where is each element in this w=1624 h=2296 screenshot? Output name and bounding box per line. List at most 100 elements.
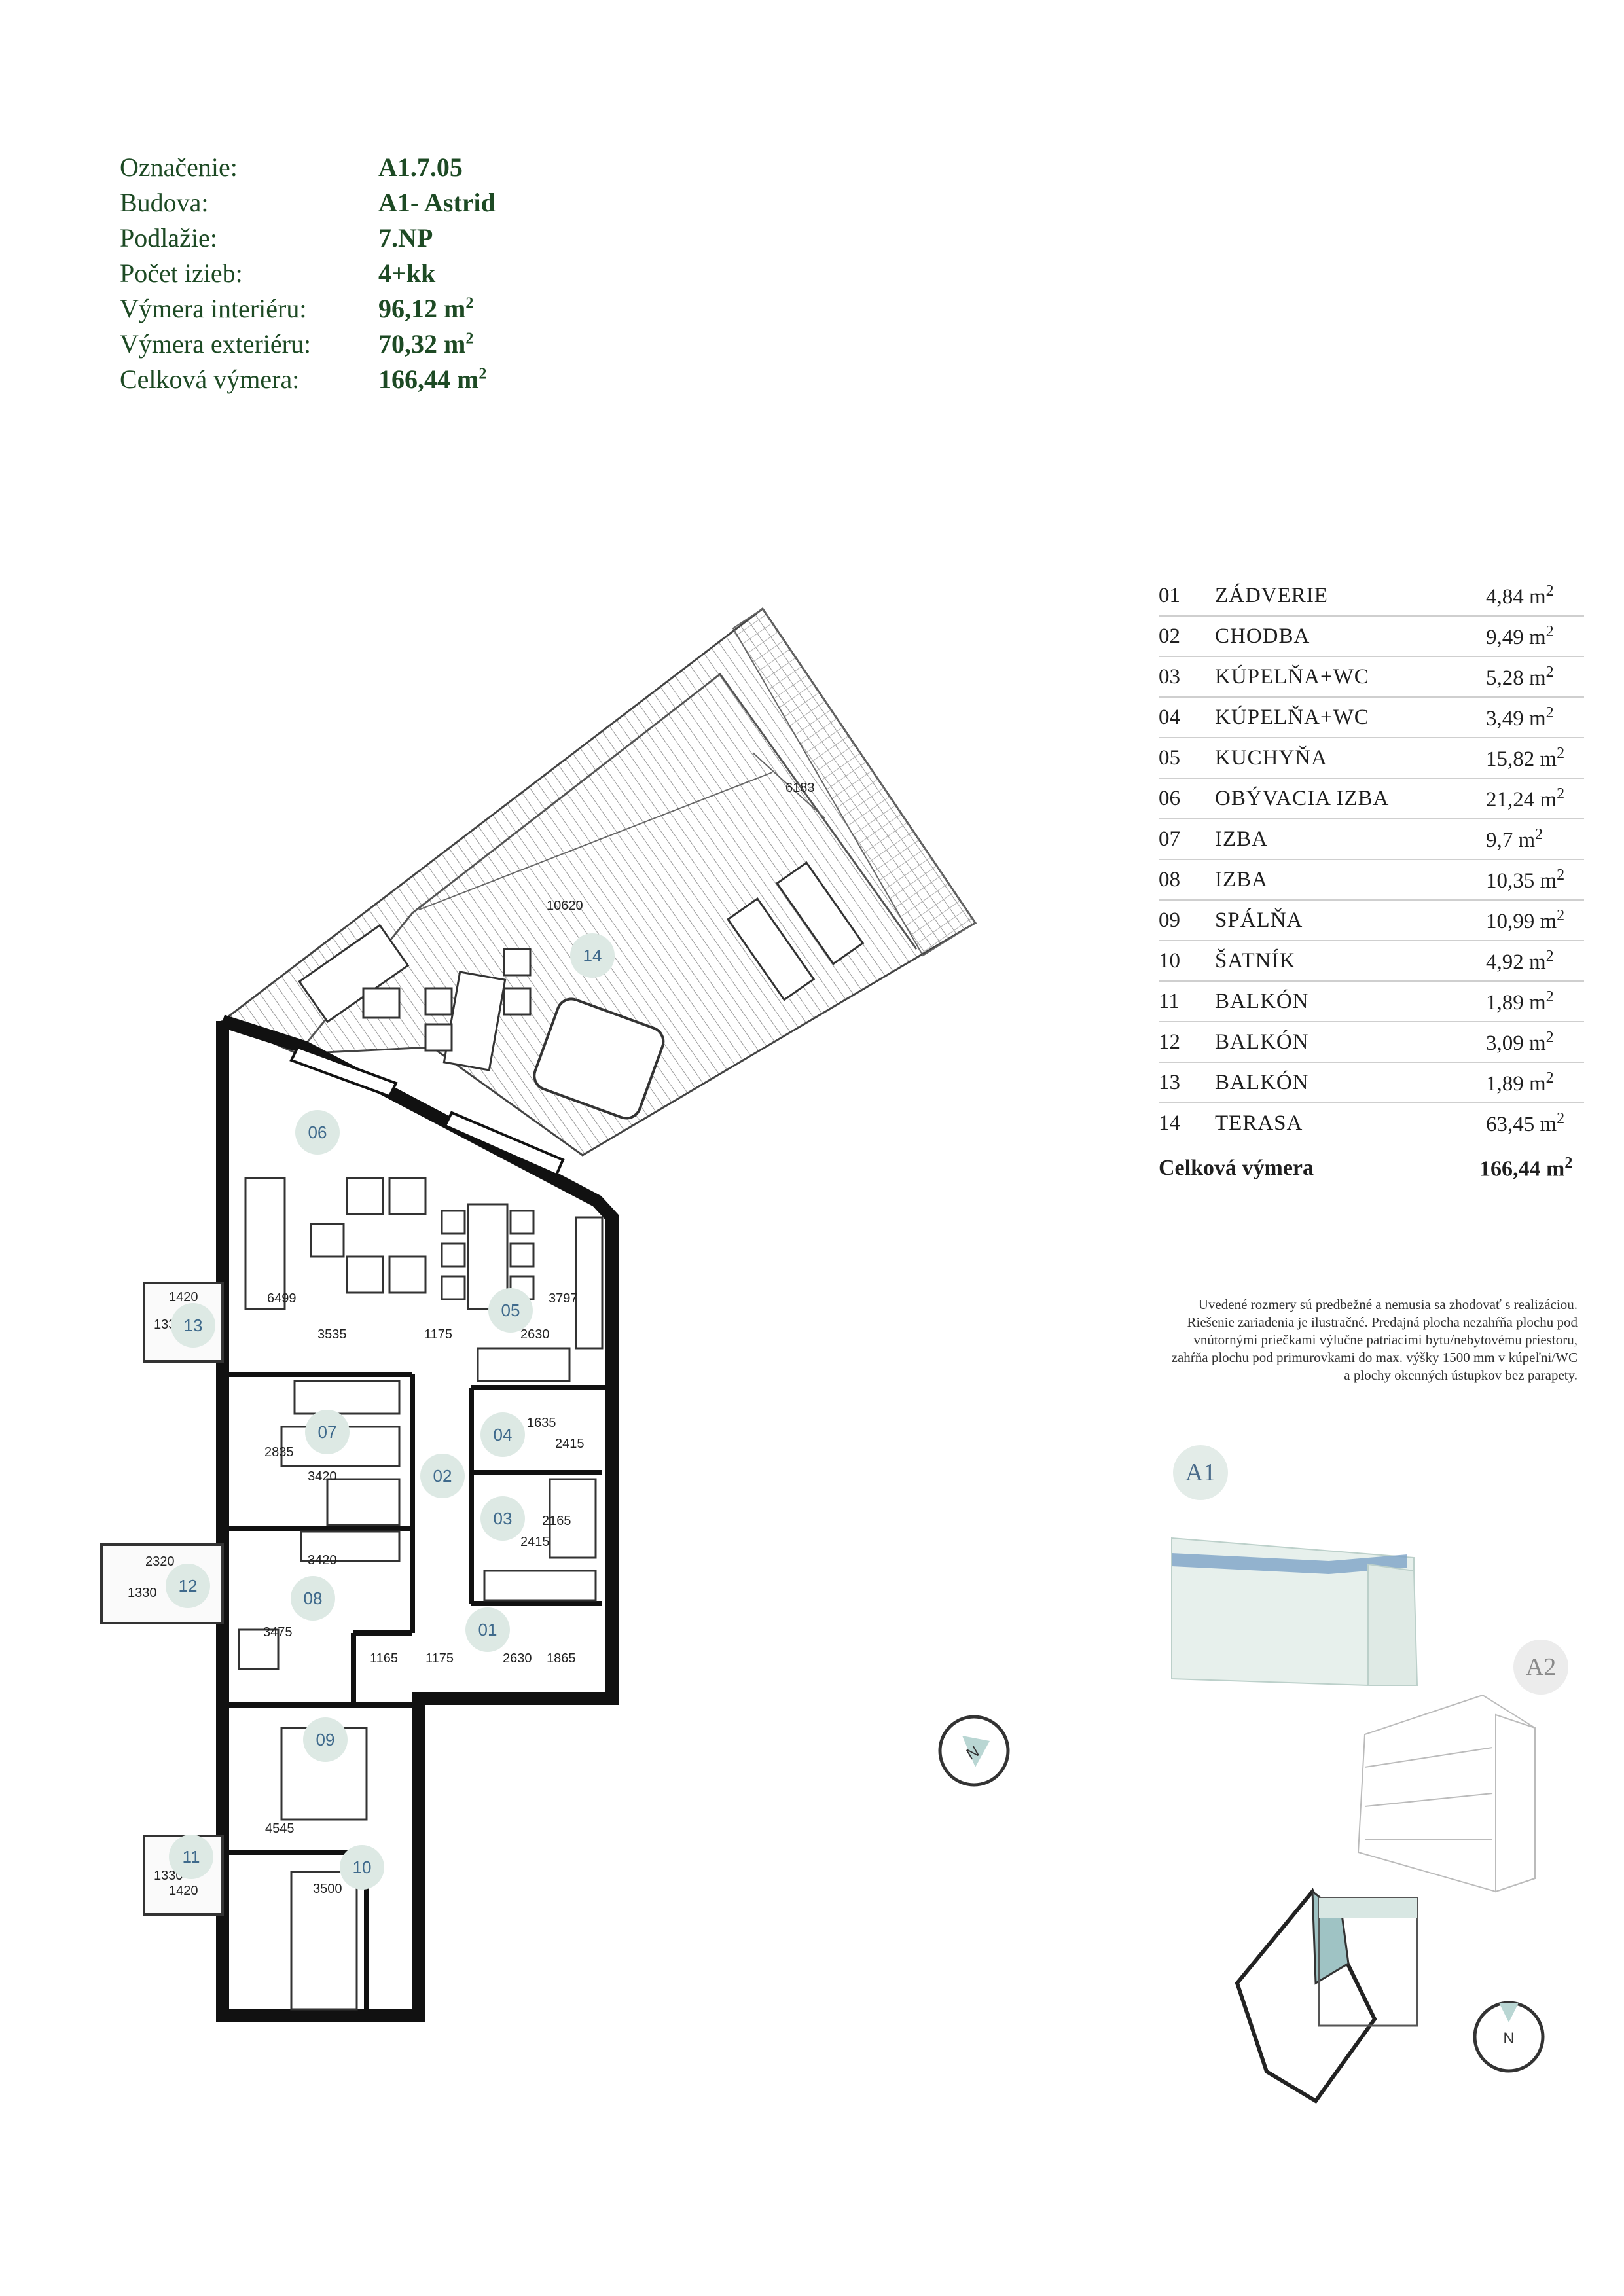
- svg-text:10620: 10620: [547, 899, 583, 913]
- svg-text:3535: 3535: [317, 1327, 347, 1342]
- svg-text:2630: 2630: [503, 1651, 532, 1666]
- svg-text:2835: 2835: [264, 1445, 294, 1460]
- room-number: 14: [1159, 1111, 1180, 1135]
- total-area-row: Celková výmera 166,44 m2: [1159, 1145, 1584, 1191]
- room-number: 10: [1159, 948, 1180, 973]
- room-area: 3,49 m2: [1486, 704, 1554, 730]
- room-name: KUCHYŇA: [1215, 745, 1327, 770]
- svg-text:09: 09: [316, 1730, 335, 1749]
- svg-text:02: 02: [433, 1466, 452, 1486]
- svg-text:2165: 2165: [542, 1514, 571, 1528]
- building-a2-tag: A2: [1513, 1640, 1568, 1695]
- spec-row: Budova:A1- Astrid: [120, 187, 496, 217]
- svg-text:13: 13: [184, 1316, 203, 1335]
- spec-row: Výmera exteriéru:70,32 m2: [120, 329, 474, 359]
- svg-text:3475: 3475: [263, 1625, 293, 1640]
- room-number: 04: [1159, 705, 1180, 729]
- svg-text:1175: 1175: [425, 1651, 454, 1666]
- room-number: 11: [1159, 989, 1180, 1013]
- svg-text:07: 07: [318, 1422, 337, 1442]
- room-name: CHODBA: [1215, 624, 1310, 648]
- svg-text:14: 14: [583, 946, 602, 965]
- room-area: 9,7 m2: [1486, 825, 1543, 852]
- room-number: 03: [1159, 664, 1180, 689]
- outdoor-table: [442, 971, 507, 1071]
- svg-text:3420: 3420: [308, 1553, 337, 1568]
- room-name: KÚPELŇA+WC: [1215, 664, 1369, 689]
- svg-text:1420: 1420: [169, 1290, 198, 1304]
- apartment-spec: Označenie:A1.7.05 Budova:A1- Astrid Podl…: [120, 149, 578, 397]
- room-number: 07: [1159, 827, 1180, 851]
- room-row: 07 IZBA 9,7 m2: [1159, 819, 1584, 860]
- svg-text:05: 05: [501, 1300, 520, 1320]
- north-compass: N: [1473, 2001, 1545, 2073]
- svg-text:1635: 1635: [527, 1416, 556, 1430]
- room-name: IZBA: [1215, 867, 1268, 891]
- site-plan: [1235, 1888, 1418, 2104]
- svg-text:2320: 2320: [145, 1554, 175, 1569]
- room-name: ŠATNÍK: [1215, 948, 1296, 973]
- room-name: OBÝVACIA IZBA: [1215, 786, 1390, 810]
- room-name: BALKÓN: [1215, 989, 1309, 1013]
- svg-text:01: 01: [478, 1620, 497, 1640]
- terrace-dimension-line: [418, 772, 773, 910]
- sun-lounger: [775, 861, 865, 965]
- dimensions: 3535 1175 2630 3797 6499 1420 1330 2835 …: [128, 781, 815, 1898]
- svg-text:03: 03: [494, 1509, 513, 1528]
- svg-text:06: 06: [308, 1122, 327, 1142]
- svg-text:1330: 1330: [128, 1586, 157, 1600]
- spec-row: Počet izieb:4+kk: [120, 258, 436, 288]
- svg-text:12: 12: [179, 1576, 198, 1596]
- room-row: 12 BALKÓN 3,09 m2: [1159, 1022, 1584, 1063]
- room-area: 21,24 m2: [1486, 785, 1565, 812]
- room-area: 15,82 m2: [1486, 744, 1565, 771]
- outer-walls: [216, 1014, 619, 2022]
- room-number: 12: [1159, 1030, 1180, 1054]
- svg-text:6183: 6183: [785, 781, 815, 795]
- svg-text:1865: 1865: [547, 1651, 576, 1666]
- room-row: 11 BALKÓN 1,89 m2: [1159, 982, 1584, 1022]
- svg-text:2630: 2630: [520, 1327, 550, 1342]
- total-label: Celková výmera: [1159, 1156, 1314, 1180]
- room-area: 3,09 m2: [1486, 1028, 1554, 1055]
- room-name: TERASA: [1215, 1111, 1303, 1135]
- disclaimer-note: Uvedené rozmery sú predbežné a nemusia s…: [1171, 1297, 1578, 1383]
- windows: [289, 1045, 565, 1177]
- room-number: 02: [1159, 624, 1180, 648]
- room-name: BALKÓN: [1215, 1030, 1309, 1054]
- room-number: 05: [1159, 745, 1180, 770]
- room-row: 06 OBÝVACIA IZBA 21,24 m2: [1159, 779, 1584, 819]
- svg-text:1420: 1420: [169, 1884, 198, 1898]
- room-area: 1,89 m2: [1486, 1069, 1554, 1096]
- svg-text:N: N: [1503, 2030, 1514, 2047]
- room-markers: 01 02 03 04 05 06 07 08 09 10 11 12 13 1…: [166, 933, 615, 1890]
- spec-row: Označenie:A1.7.05: [120, 152, 463, 182]
- hot-tub: [533, 997, 665, 1120]
- spec-row: Výmera interiéru:96,12 m2: [120, 293, 474, 323]
- svg-text:4545: 4545: [265, 1821, 295, 1836]
- room-area: 9,49 m2: [1486, 622, 1554, 649]
- total-value: 166,44 m2: [1479, 1155, 1573, 1181]
- spec-row: Podlažie:7.NP: [120, 223, 433, 253]
- room-number: 06: [1159, 786, 1180, 810]
- room-name: KÚPELŇA+WC: [1215, 705, 1369, 729]
- room-row: 02 CHODBA 9,49 m2: [1159, 617, 1584, 657]
- svg-text:2415: 2415: [555, 1437, 585, 1451]
- svg-text:3500: 3500: [313, 1882, 342, 1896]
- svg-text:04: 04: [494, 1425, 513, 1444]
- room-area: 1,89 m2: [1486, 988, 1554, 1014]
- building-a1-illustration: [1171, 1537, 1418, 1686]
- svg-text:3420: 3420: [308, 1469, 337, 1484]
- spec-row: Celková výmera:166,44 m2: [120, 364, 487, 394]
- room-name: IZBA: [1215, 827, 1268, 851]
- room-name: ZÁDVERIE: [1215, 583, 1328, 607]
- terrace: [221, 607, 977, 1157]
- svg-text:1175: 1175: [424, 1327, 452, 1342]
- room-name: SPÁLŇA: [1215, 908, 1303, 932]
